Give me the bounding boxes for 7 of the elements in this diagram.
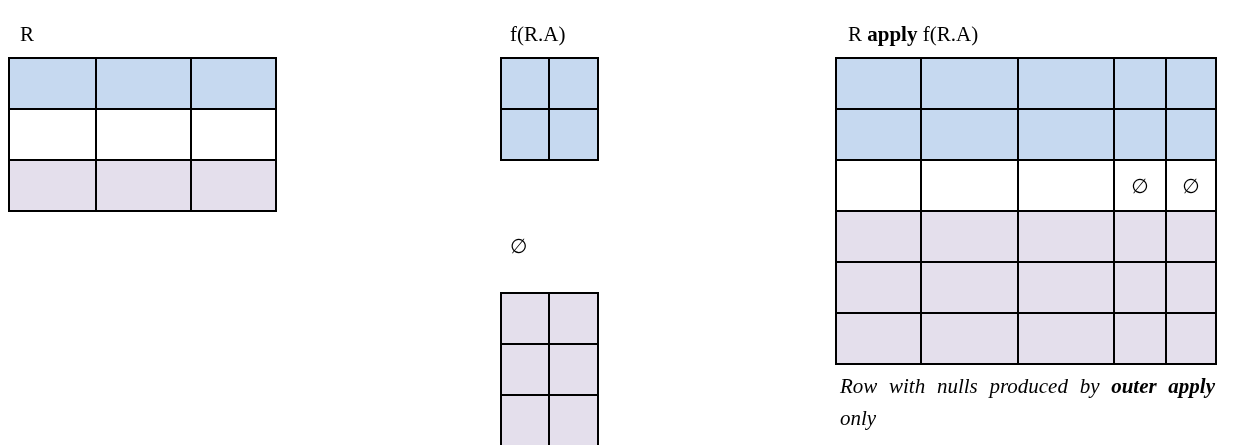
- note: Row with nulls produced by outer apply only: [840, 373, 1215, 432]
- table-cell: ∅: [1167, 161, 1217, 212]
- table-cell: ∅: [1115, 161, 1167, 212]
- table-title: R: [20, 22, 34, 47]
- table-title: R apply f(R.A): [848, 22, 979, 47]
- table-title: f(R.A): [510, 22, 566, 47]
- null-symbol: ∅: [510, 234, 528, 258]
